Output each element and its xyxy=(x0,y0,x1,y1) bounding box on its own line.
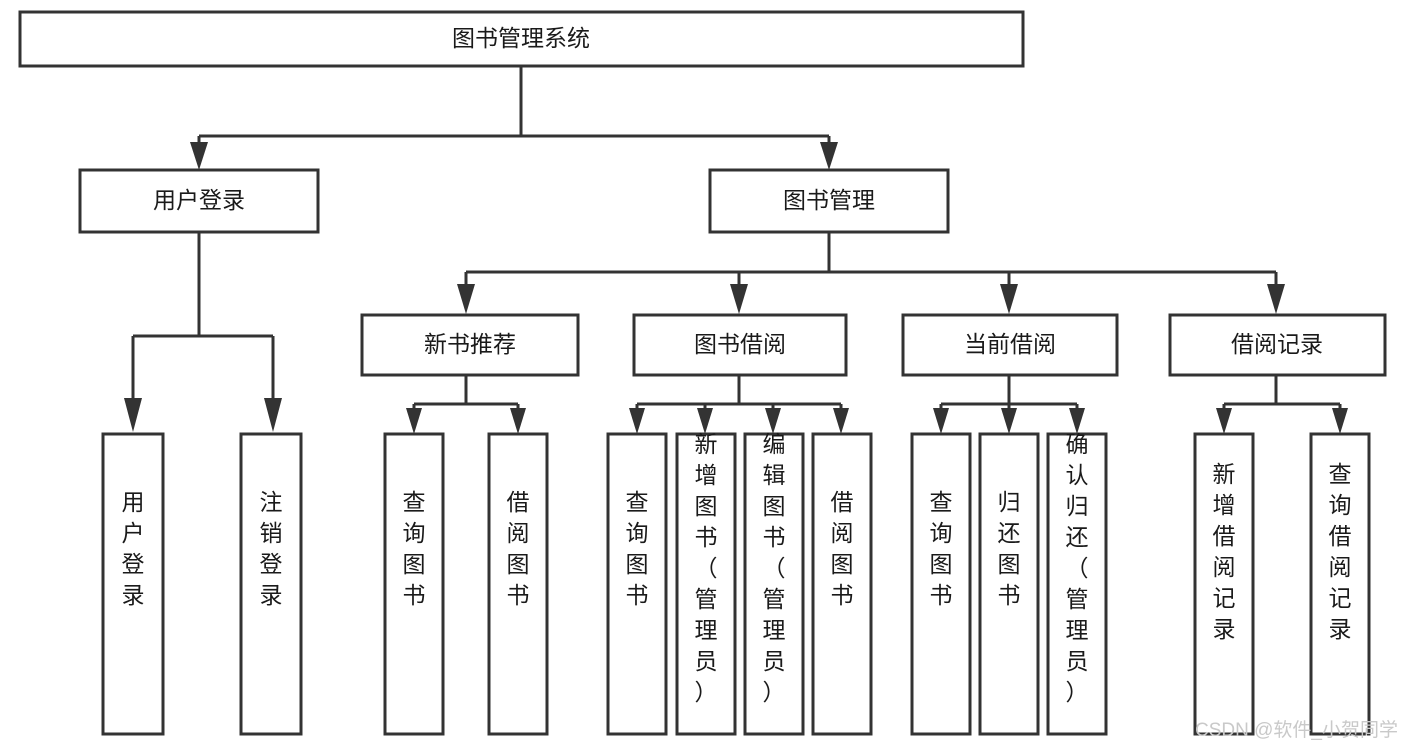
leaf-borrow-book-2-box[interactable] xyxy=(811,432,873,736)
arrowhead-leaf-query-book-3 xyxy=(933,408,949,434)
leaf-query-book-3-box[interactable] xyxy=(910,432,972,736)
arrowhead-book-borrow xyxy=(730,284,748,314)
node-borrow-record[interactable]: 借阅记录 xyxy=(1168,313,1387,377)
leaf-query-book-2[interactable]: 查询图书 xyxy=(606,432,668,736)
arrowhead-leaf-return-book xyxy=(1001,408,1017,434)
leaf-confirm-return-box[interactable] xyxy=(1046,432,1108,736)
leaf-add-book[interactable]: 新增图书（管理员） xyxy=(675,431,737,736)
node-root[interactable]: 图书管理系统 xyxy=(18,10,1025,68)
leaf-edit-book[interactable]: 编辑图书（管理员） xyxy=(743,431,805,736)
leaf-add-record-label: 新增借阅记录 xyxy=(1213,461,1236,642)
leaf-return-book[interactable]: 归还图书 xyxy=(978,432,1040,736)
leaf-user-login[interactable]: 用户登录 xyxy=(101,432,165,736)
arrowhead-new-book-recommend xyxy=(457,284,475,314)
leaf-borrow-book-1[interactable]: 借阅图书 xyxy=(487,432,549,736)
leaf-query-record[interactable]: 查询借阅记录 xyxy=(1309,432,1371,736)
node-new-book-recommend[interactable]: 新书推荐 xyxy=(360,313,580,377)
node-root-label: 图书管理系统 xyxy=(452,25,590,51)
arrowhead-leaf-borrow-book-2 xyxy=(833,408,849,434)
leaf-query-book-3[interactable]: 查询图书 xyxy=(910,432,972,736)
node-borrow-record-box[interactable] xyxy=(1168,313,1387,377)
arrowhead-current-borrow xyxy=(1000,284,1018,314)
leaf-add-record[interactable]: 新增借阅记录 xyxy=(1193,432,1255,736)
arrowhead-leaf-edit-book xyxy=(765,408,781,434)
node-root-box[interactable] xyxy=(18,10,1025,68)
node-book-borrow[interactable]: 图书借阅 xyxy=(632,313,848,377)
node-book-borrow-label: 图书借阅 xyxy=(694,331,786,357)
leaf-query-book-1-label: 查询图书 xyxy=(403,489,426,608)
leaf-add-book-label: 新增图书（管理员） xyxy=(695,431,718,705)
arrowhead-leaf-query-book-2 xyxy=(629,408,645,434)
leaf-query-book-1[interactable]: 查询图书 xyxy=(383,432,445,736)
node-user-login-box[interactable] xyxy=(78,168,320,234)
node-book-management[interactable]: 图书管理 xyxy=(708,168,950,234)
node-new-book-recommend-box[interactable] xyxy=(360,313,580,377)
leaf-return-book-box[interactable] xyxy=(978,432,1040,736)
leaf-add-record-box[interactable] xyxy=(1193,432,1255,736)
arrowhead-leaf-user-logout xyxy=(264,398,282,432)
arrowhead-leaf-add-book xyxy=(697,408,713,434)
arrowhead-leaf-query-book-1 xyxy=(406,408,422,434)
node-book-management-label: 图书管理 xyxy=(783,187,875,213)
node-book-management-box[interactable] xyxy=(708,168,950,234)
leaf-query-record-box[interactable] xyxy=(1309,432,1371,736)
leaf-borrow-book-2-label: 借阅图书 xyxy=(831,489,854,608)
leaf-borrow-book-1-box[interactable] xyxy=(487,432,549,736)
leaf-user-logout[interactable]: 注销登录 xyxy=(239,432,303,736)
node-book-borrow-box[interactable] xyxy=(632,313,848,377)
node-user-login-label: 用户登录 xyxy=(153,187,245,213)
node-new-book-recommend-label: 新书推荐 xyxy=(424,331,516,357)
connector-layer xyxy=(124,66,1348,434)
leaf-edit-book-box[interactable] xyxy=(743,432,805,736)
leaf-borrow-book-2[interactable]: 借阅图书 xyxy=(811,432,873,736)
node-user-login[interactable]: 用户登录 xyxy=(78,168,320,234)
leaf-query-book-2-box[interactable] xyxy=(606,432,668,736)
leaf-user-login-label: 用户登录 xyxy=(122,489,145,608)
leaf-query-book-3-label: 查询图书 xyxy=(930,489,953,608)
arrowhead-leaf-user-login xyxy=(124,398,142,432)
leaf-query-record-label: 查询借阅记录 xyxy=(1329,461,1352,642)
leaf-query-book-2-label: 查询图书 xyxy=(626,489,649,608)
arrowhead-book-management xyxy=(820,142,838,170)
node-borrow-record-label: 借阅记录 xyxy=(1231,331,1323,357)
node-current-borrow-box[interactable] xyxy=(901,313,1119,377)
leaf-user-logout-box[interactable] xyxy=(239,432,303,736)
leaf-confirm-return-label: 确认归还（管理员） xyxy=(1066,431,1089,705)
watermark-text: CSDN @软件_小贺同学 xyxy=(1195,719,1398,741)
arrowhead-borrow-record xyxy=(1267,284,1285,314)
node-current-borrow[interactable]: 当前借阅 xyxy=(901,313,1119,377)
arrowhead-leaf-query-record xyxy=(1332,408,1348,434)
arrowhead-leaf-add-record xyxy=(1216,408,1232,434)
leaf-query-book-1-box[interactable] xyxy=(383,432,445,736)
arrowhead-leaf-confirm-return xyxy=(1069,408,1085,434)
leaf-user-login-box[interactable] xyxy=(101,432,165,736)
leaf-user-logout-label: 注销登录 xyxy=(260,489,283,608)
node-current-borrow-label: 当前借阅 xyxy=(964,331,1056,357)
arrowhead-leaf-borrow-book-1 xyxy=(510,408,526,434)
arrowhead-user-login xyxy=(190,142,208,170)
leaf-confirm-return[interactable]: 确认归还（管理员） xyxy=(1046,431,1108,736)
leaf-borrow-book-1-label: 借阅图书 xyxy=(507,489,530,608)
leaf-add-book-box[interactable] xyxy=(675,432,737,736)
leaf-edit-book-label: 编辑图书（管理员） xyxy=(763,431,786,705)
leaf-return-book-label: 归还图书 xyxy=(998,489,1021,608)
